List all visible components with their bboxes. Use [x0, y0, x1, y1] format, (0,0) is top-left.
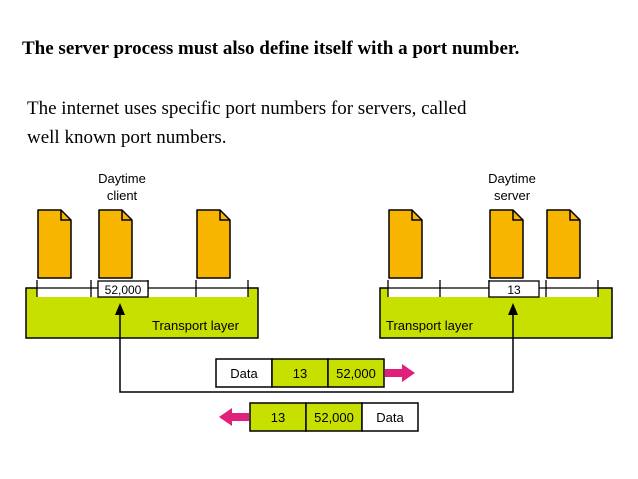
- server-process-icon-2: [489, 209, 524, 279]
- slide-heading: The server process must also define itse…: [22, 38, 520, 59]
- client-up-arrow-icon: [115, 303, 125, 315]
- server-up-arrow-icon: [508, 303, 518, 315]
- incoming-arrow-icon: [219, 408, 249, 426]
- incoming-data-cell: Data: [376, 410, 404, 425]
- server-port-number: 13: [507, 283, 521, 297]
- server-label-line-1: Daytime: [488, 171, 536, 186]
- body-line-2: well known port numbers.: [27, 127, 227, 148]
- outgoing-src-port-cell: 52,000: [336, 366, 376, 381]
- body-line-1: The internet uses specific port numbers …: [27, 98, 467, 119]
- server-port-bar: [387, 280, 599, 298]
- server-process-icon-1: [388, 209, 423, 279]
- server-process-icon-3: [546, 209, 581, 279]
- server-transport-label: Transport layer: [386, 318, 474, 333]
- client-port-number: 52,000: [105, 283, 142, 297]
- client-process-icon-2: [98, 209, 133, 279]
- outgoing-dest-port-cell: 13: [293, 366, 307, 381]
- server-label-line-2: server: [494, 188, 531, 203]
- client-label-line-2: client: [107, 188, 138, 203]
- outgoing-packet: [215, 358, 385, 388]
- incoming-dest-port-cell: 52,000: [314, 410, 354, 425]
- incoming-packet: [249, 402, 419, 432]
- client-label-line-1: Daytime: [98, 171, 146, 186]
- client-process-icon-1: [37, 209, 72, 279]
- outgoing-data-cell: Data: [230, 366, 258, 381]
- outgoing-arrow-icon: [385, 364, 415, 382]
- client-port-bar: [36, 280, 249, 298]
- incoming-src-port-cell: 13: [271, 410, 285, 425]
- client-transport-label: Transport layer: [152, 318, 240, 333]
- connection-path: [119, 312, 514, 393]
- client-process-icon-3: [196, 209, 231, 279]
- slide-body: The internet uses specific port numbers …: [27, 94, 627, 152]
